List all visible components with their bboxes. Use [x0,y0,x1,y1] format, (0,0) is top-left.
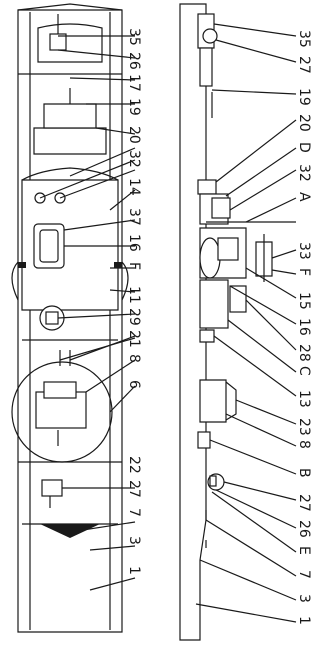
label-C: C [296,366,312,376]
plan-leaders [39,35,136,591]
label-27: 27 [296,56,312,74]
label-28: 28 [296,344,312,362]
label-13: 13 [296,390,312,408]
label-29: 29 [126,308,142,326]
plan-labels: 35 26 17 19 20 32 14 37 16 F 11 29 21 8 … [126,28,142,575]
label-21: 21 [126,330,142,348]
label-11: 11 [126,286,142,304]
label-16: 16 [296,318,312,336]
label-E: E [296,546,312,555]
label-19: 19 [296,88,312,106]
label-8: 8 [296,440,312,449]
label-B: B [296,468,312,478]
profile-view [179,3,296,641]
label-F: F [126,262,142,270]
label-20: 20 [126,126,142,144]
label-A: A [296,192,312,202]
label-32: 32 [126,150,142,168]
label-6: 6 [126,380,142,389]
label-35: 35 [126,28,142,46]
label-7: 7 [296,570,312,579]
label-32: 32 [296,164,312,182]
label-14: 14 [126,178,142,196]
profile-labels: 35 27 19 20 D 32 A 33 F 15 16 28 C 13 23… [296,30,312,625]
label-F: F [296,268,312,276]
label-26: 26 [296,520,312,538]
label-22: 22 [126,456,142,474]
label-33: 33 [296,242,312,260]
plan-view [11,3,129,633]
label-D: D [296,142,312,153]
profile-leaders [195,23,297,623]
label-26: 26 [126,52,142,70]
label-23: 23 [296,418,312,436]
label-17: 17 [126,74,142,92]
label-1: 1 [126,566,142,575]
label-8: 8 [126,354,142,363]
label-27: 27 [296,494,312,512]
label-3: 3 [296,594,312,603]
label-20: 20 [296,114,312,132]
label-16: 16 [126,234,142,252]
label-15: 15 [296,292,312,310]
label-3: 3 [126,536,142,545]
label-35: 35 [296,30,312,48]
label-19: 19 [126,98,142,116]
label-7: 7 [126,508,142,517]
label-37: 37 [126,208,142,226]
label-1: 1 [296,616,312,625]
label-27: 27 [126,480,142,498]
